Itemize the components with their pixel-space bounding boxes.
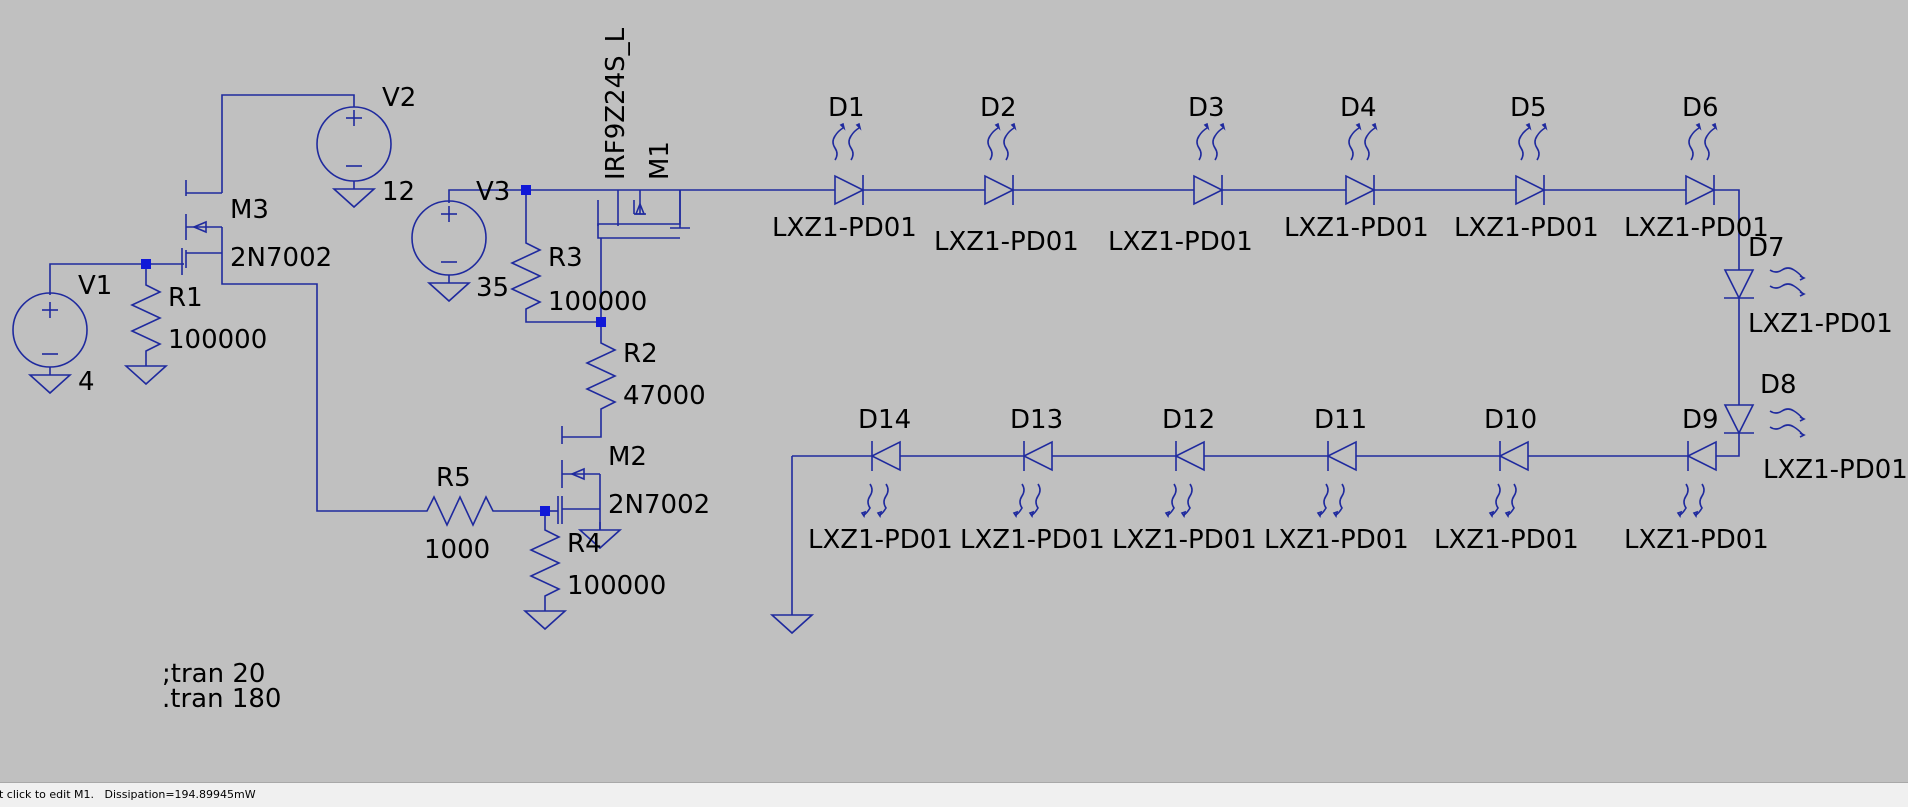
d1-model: LXZ1-PD01 <box>772 213 917 243</box>
schematic-canvas[interactable]: V1 4 R1 100000 M3 2N7002 V2 12 <box>0 0 1908 780</box>
v2-value: 12 <box>382 177 415 207</box>
status-bar: ht click to edit M1. Dissipation=194.899… <box>0 782 1908 807</box>
d6-name: D6 <box>1682 93 1719 123</box>
d4-name: D4 <box>1340 93 1377 123</box>
resistor-r5[interactable]: R5 1000 <box>420 463 496 565</box>
d10-name: D10 <box>1484 405 1537 435</box>
d3-name: D3 <box>1188 93 1225 123</box>
v1-name: V1 <box>78 271 112 301</box>
wire-net <box>49 94 1740 607</box>
d5-name: D5 <box>1510 93 1547 123</box>
voltage-source-v3[interactable]: V3 35 <box>411 177 510 303</box>
d8-model: LXZ1-PD01 <box>1763 455 1908 485</box>
d7-name: D7 <box>1748 233 1785 263</box>
d12-model: LXZ1-PD01 <box>1112 525 1257 555</box>
status-text: ht click to edit M1. Dissipation=194.899… <box>0 788 256 801</box>
led-d5[interactable]: D5 LXZ1-PD01 <box>1454 93 1599 243</box>
pmos-m1[interactable]: IRF9Z24S_L M1 <box>597 27 690 229</box>
d12-name: D12 <box>1162 405 1215 435</box>
d3-model: LXZ1-PD01 <box>1108 227 1253 257</box>
led-d3[interactable]: D3 LXZ1-PD01 <box>1108 93 1253 257</box>
r5-value: 1000 <box>424 535 490 565</box>
d6-model: LXZ1-PD01 <box>1624 213 1769 243</box>
voltage-source-v1[interactable]: V1 4 <box>12 271 112 397</box>
led-d14[interactable]: D14 LXZ1-PD01 <box>808 405 953 555</box>
ground-symbol <box>771 606 813 634</box>
v3-value: 35 <box>476 273 509 303</box>
junction-dot <box>540 506 550 516</box>
r3-value: 100000 <box>548 287 647 317</box>
spice-directive-tran[interactable]: .tran 180 <box>162 684 281 714</box>
d10-model: LXZ1-PD01 <box>1434 525 1579 555</box>
r5-name: R5 <box>436 463 471 493</box>
r3-name: R3 <box>548 243 583 273</box>
led-d9[interactable]: D9 LXZ1-PD01 <box>1624 405 1769 555</box>
nmos-m2[interactable]: M2 2N7002 <box>557 426 710 549</box>
m3-name: M3 <box>230 195 269 225</box>
led-d11[interactable]: D11 LXZ1-PD01 <box>1264 405 1409 555</box>
v3-name: V3 <box>476 177 510 207</box>
d1-name: D1 <box>828 93 865 123</box>
junction-dot <box>596 317 606 327</box>
nmos-m3[interactable]: M3 2N7002 <box>181 180 332 275</box>
v2-name: V2 <box>382 83 416 113</box>
m3-model: 2N7002 <box>230 243 332 273</box>
d11-name: D11 <box>1314 405 1367 435</box>
d14-name: D14 <box>858 405 911 435</box>
resistor-r4[interactable]: R4 100000 <box>524 523 666 630</box>
d8-name: D8 <box>1760 370 1797 400</box>
d5-model: LXZ1-PD01 <box>1454 213 1599 243</box>
led-d2[interactable]: D2 LXZ1-PD01 <box>934 93 1079 257</box>
resistor-r3[interactable]: R3 100000 <box>510 236 647 317</box>
d14-model: LXZ1-PD01 <box>808 525 953 555</box>
r2-value: 47000 <box>623 381 706 411</box>
led-d12[interactable]: D12 LXZ1-PD01 <box>1112 405 1257 555</box>
resistor-r2[interactable]: R2 47000 <box>585 336 706 411</box>
m2-model: 2N7002 <box>608 490 710 520</box>
r2-name: R2 <box>623 339 658 369</box>
v1-value: 4 <box>78 367 95 397</box>
d13-model: LXZ1-PD01 <box>960 525 1105 555</box>
led-d10[interactable]: D10 LXZ1-PD01 <box>1434 405 1579 555</box>
led-d4[interactable]: D4 LXZ1-PD01 <box>1284 93 1429 243</box>
d2-model: LXZ1-PD01 <box>934 227 1079 257</box>
junction-dot <box>521 185 531 195</box>
d4-model: LXZ1-PD01 <box>1284 213 1429 243</box>
led-d7[interactable]: D7 LXZ1-PD01 <box>1723 233 1893 339</box>
d11-model: LXZ1-PD01 <box>1264 525 1409 555</box>
m2-name: M2 <box>608 442 647 472</box>
resistor-r1[interactable]: R1 100000 <box>125 278 267 385</box>
r4-name: R4 <box>567 529 602 559</box>
d7-model: LXZ1-PD01 <box>1748 309 1893 339</box>
led-d6[interactable]: D6 LXZ1-PD01 <box>1624 93 1769 243</box>
r1-name: R1 <box>168 283 203 313</box>
d2-name: D2 <box>980 93 1017 123</box>
m1-model: IRF9Z24S_L <box>601 27 631 180</box>
junction-dot <box>141 259 151 269</box>
voltage-source-v2[interactable]: V2 12 <box>316 83 416 208</box>
spice-directive-comment[interactable]: ;tran 20 <box>162 659 265 689</box>
led-d1[interactable]: D1 LXZ1-PD01 <box>772 93 917 243</box>
d13-name: D13 <box>1010 405 1063 435</box>
m1-name: M1 <box>645 141 675 180</box>
d9-name: D9 <box>1682 405 1719 435</box>
led-d8[interactable]: D8 LXZ1-PD01 <box>1723 370 1908 485</box>
r4-value: 100000 <box>567 571 666 601</box>
r1-value: 100000 <box>168 325 267 355</box>
led-d13[interactable]: D13 LXZ1-PD01 <box>960 405 1105 555</box>
d9-model: LXZ1-PD01 <box>1624 525 1769 555</box>
